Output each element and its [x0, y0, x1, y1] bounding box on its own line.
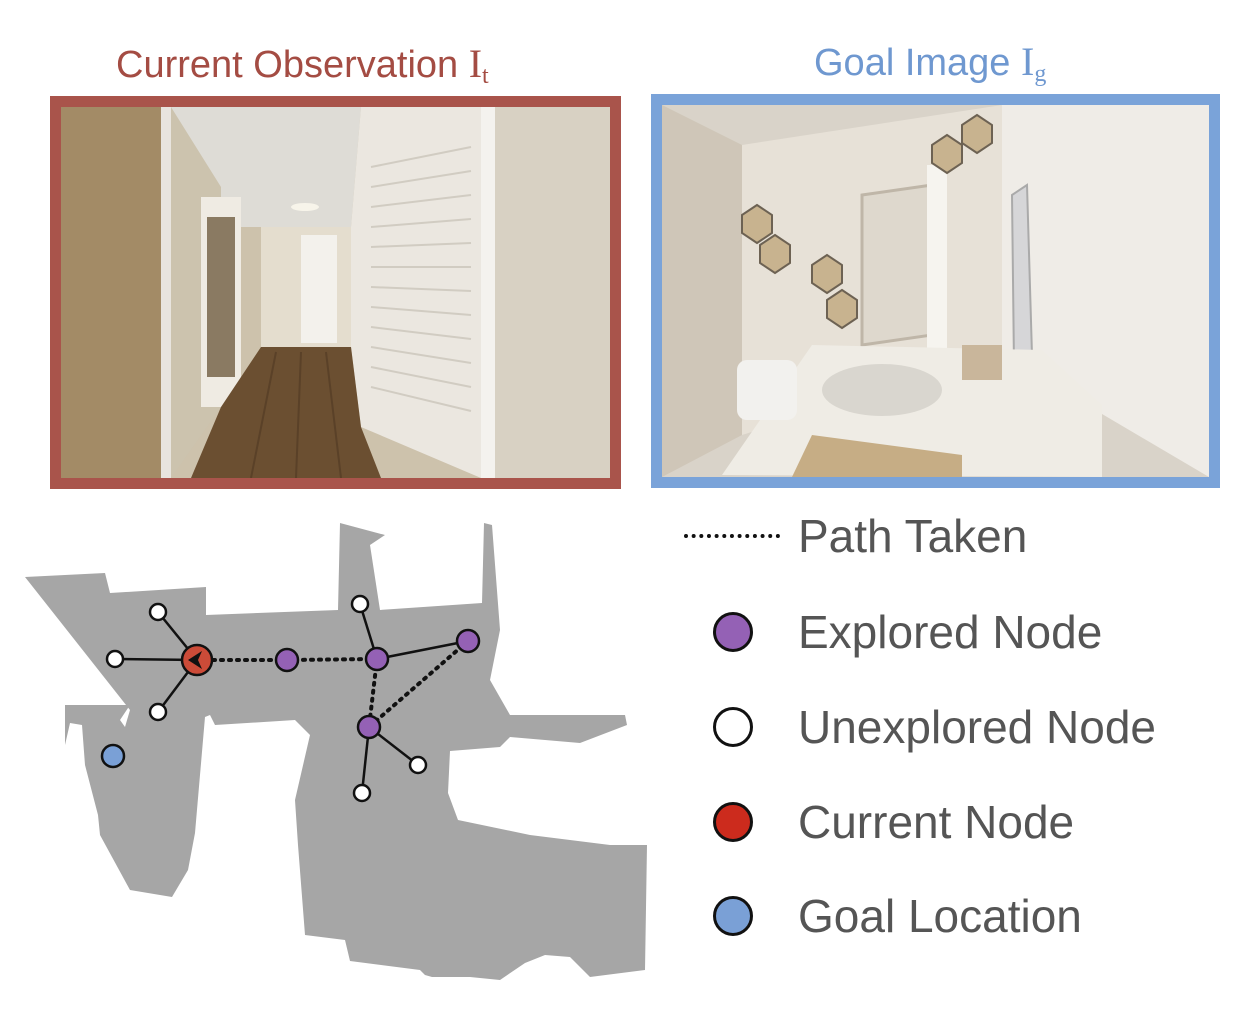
current-observation-subscript: t [482, 63, 489, 89]
goal-image-image [662, 105, 1209, 477]
current-observation-symbol: I [468, 41, 483, 86]
goal-location-icon [713, 896, 753, 936]
unexplored-node [148, 602, 168, 622]
legend-label: Goal Location [798, 890, 1082, 942]
legend-label: Path Taken [798, 510, 1028, 562]
explored-node [274, 647, 300, 673]
goal-location [100, 743, 126, 769]
goal-image-title-text: Goal Image [814, 42, 1021, 84]
current-observation-title: Current Observation It [116, 40, 489, 90]
unexplored-node [148, 702, 168, 722]
explored-node [356, 714, 382, 740]
agent-heading-arrow-icon [188, 651, 202, 669]
graph-edge [376, 639, 469, 661]
path-segment [367, 639, 470, 729]
unexplored-node-icon [713, 707, 753, 747]
goal-image-subscript: g [1034, 61, 1047, 87]
current-observation-title-text: Current Observation [116, 44, 469, 86]
unexplored-node [350, 594, 370, 614]
floor-plan-shape [25, 523, 647, 980]
goal-image-title: Goal Image Ig [814, 38, 1046, 88]
unexplored-node [408, 755, 428, 775]
explored-node [455, 628, 481, 654]
path-segment [285, 657, 379, 662]
dotted-line-icon [684, 534, 780, 538]
legend-label: Explored Node [798, 606, 1103, 658]
unexplored-node [352, 783, 372, 803]
unexplored-node [105, 649, 125, 669]
goal-image-symbol: I [1021, 39, 1035, 84]
current-node-icon [713, 802, 753, 842]
floor-plan-map [25, 523, 647, 980]
goal-image-frame [651, 94, 1220, 488]
explored-node [364, 646, 390, 672]
legend-label: Unexplored Node [798, 701, 1157, 753]
explored-node-icon [713, 612, 753, 652]
legend-label: Current Node [798, 796, 1075, 848]
current-observation-image [61, 107, 610, 478]
current-observation-frame [50, 96, 621, 489]
